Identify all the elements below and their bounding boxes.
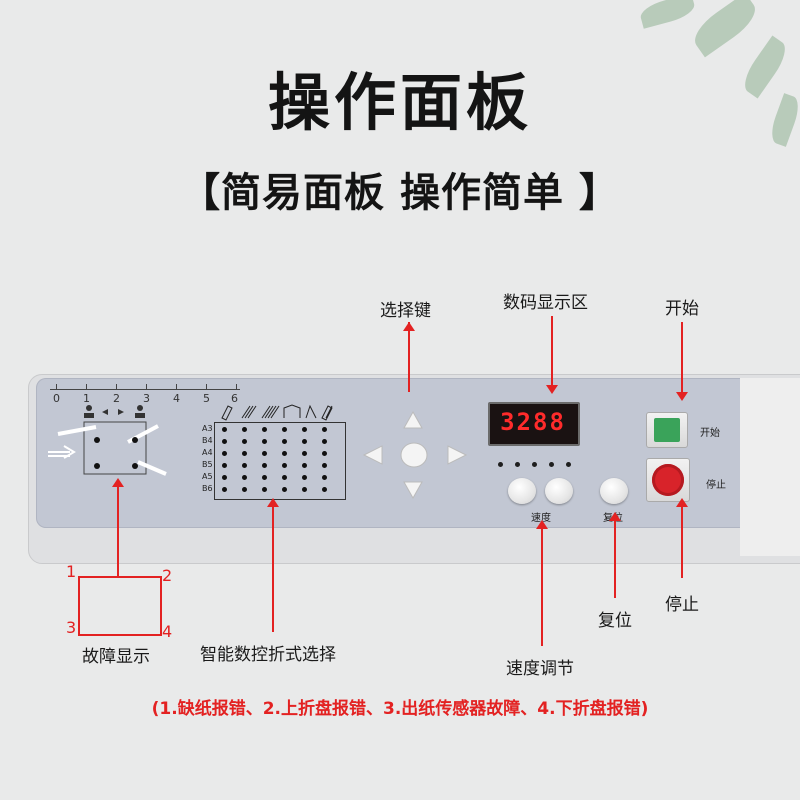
fault-number-1: 1 (66, 562, 77, 581)
right-arrow-key[interactable] (446, 444, 468, 466)
fold-indicator-led (282, 487, 287, 492)
fold-selection-grid (214, 422, 346, 500)
fold-indicator-led (262, 487, 267, 492)
fault-indicator-diagram (48, 405, 167, 476)
fold-indicator-led (242, 463, 247, 468)
speed-down-button[interactable] (508, 478, 536, 504)
scale-tick: 4 (173, 392, 180, 405)
paper-size-label: B6 (202, 484, 213, 493)
up-arrow-key[interactable] (402, 410, 424, 430)
callout-digital-display: 数码显示区 (503, 293, 588, 313)
scale-tick: 2 (113, 392, 120, 405)
callout-select-keys: 选择键 (380, 301, 431, 321)
fold-indicator-led (262, 463, 267, 468)
fold-indicator-led (282, 451, 287, 456)
fold-indicator-led (302, 439, 307, 444)
display-readout: 3288 (500, 408, 566, 436)
arrow-head (112, 478, 124, 487)
fold-indicator-led (242, 487, 247, 492)
arrow-head (267, 498, 279, 507)
fold-indicator-led (222, 427, 227, 432)
paper-size-label: B5 (202, 460, 213, 469)
fold-icons-row (221, 404, 333, 421)
callout-stop: 停止 (665, 595, 699, 615)
fold-indicator-led (302, 487, 307, 492)
page-title: 操作面板 (267, 66, 532, 139)
fold-indicator-led (322, 487, 327, 492)
fold-indicator-led (282, 463, 287, 468)
fold-indicator-led (282, 439, 287, 444)
fault-legend-box (78, 576, 162, 636)
fold-indicator-led (242, 451, 247, 456)
speed-up-button[interactable] (545, 478, 573, 504)
speed-label: 速度 (531, 513, 551, 524)
callout-fault-display: 故障显示 (82, 647, 150, 667)
scale-tick: 0 (53, 392, 60, 405)
plant-leaf-decoration (687, 0, 763, 58)
callout-reset: 复位 (598, 611, 632, 631)
fold-indicator-led (262, 475, 267, 480)
fold-indicator-led (222, 451, 227, 456)
scale-tick: 3 (143, 392, 150, 405)
panel-side (740, 378, 800, 556)
fold-indicator-led (302, 475, 307, 480)
start-icon (654, 418, 680, 442)
fold-indicator-led (222, 463, 227, 468)
digital-display (488, 402, 580, 446)
fault-number-4: 4 (162, 622, 173, 641)
arrow-head (536, 520, 548, 529)
stop-button-label: 停止 (706, 480, 726, 491)
center-confirm-key[interactable] (401, 443, 427, 467)
plant-leaf-decoration (638, 0, 697, 29)
start-button-label: 开始 (700, 428, 720, 439)
scale-tick: 5 (203, 392, 210, 405)
paper-size-label: A4 (202, 448, 213, 457)
arrow-head (403, 322, 415, 331)
fold-indicator-led (282, 427, 287, 432)
fold-indicator-led (222, 487, 227, 492)
direction-keypad (362, 410, 468, 500)
reset-button[interactable] (600, 478, 628, 504)
scale-line (50, 389, 240, 390)
fold-indicator-led (242, 475, 247, 480)
stop-button[interactable] (646, 458, 690, 502)
fold-indicator-led (242, 439, 247, 444)
fault-codes-footnote: (1.缺纸报错、2.上折盘报错、3.出纸传感器故障、4.下折盘报错) (151, 699, 649, 719)
fault-number-2: 2 (162, 566, 173, 585)
left-arrow-key[interactable] (362, 444, 384, 466)
fold-indicator-led (302, 451, 307, 456)
fold-indicator-led (322, 475, 327, 480)
arrow-head (546, 385, 558, 394)
paper-size-label: A3 (202, 424, 213, 433)
fold-indicator-led (262, 451, 267, 456)
start-button[interactable] (646, 412, 688, 448)
callout-start: 开始 (665, 299, 699, 319)
fold-indicator-led (322, 439, 327, 444)
fold-indicator-led (302, 463, 307, 468)
callout-fold-select: 智能数控折式选择 (200, 645, 336, 665)
arrow-head (609, 512, 621, 521)
fold-indicator-led (322, 427, 327, 432)
stop-icon (652, 464, 684, 496)
scale-tick: 6 (231, 392, 238, 405)
fold-indicator-led (322, 463, 327, 468)
callout-speed-adjust: 速度调节 (506, 659, 574, 679)
fold-indicator-led (222, 439, 227, 444)
fold-indicator-led (282, 475, 287, 480)
fold-indicator-led (262, 427, 267, 432)
scale-tick: 1 (83, 392, 90, 405)
fold-indicator-led (262, 439, 267, 444)
paper-size-label: B4 (202, 436, 213, 445)
fold-indicator-led (242, 427, 247, 432)
fault-number-3: 3 (66, 618, 77, 637)
page-subtitle: 【简易面板 操作简单 】 (180, 170, 620, 216)
fold-indicator-led (302, 427, 307, 432)
fold-indicator-led (322, 451, 327, 456)
arrow-head (676, 392, 688, 401)
paper-size-label: A5 (202, 472, 213, 481)
fold-indicator-led (222, 475, 227, 480)
down-arrow-key[interactable] (402, 480, 424, 500)
arrow-head (676, 498, 688, 507)
